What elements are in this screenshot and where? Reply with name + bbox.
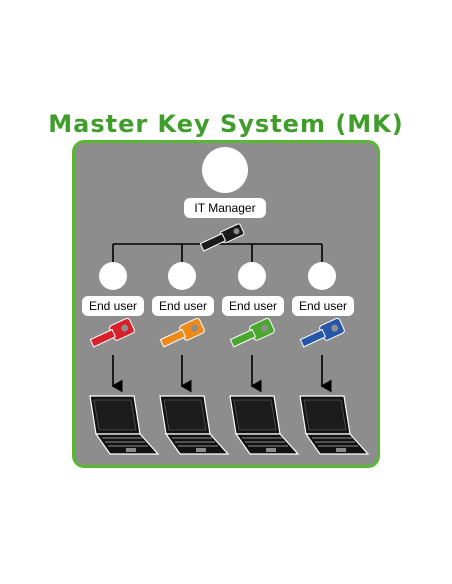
laptop-icon-2: [159, 395, 230, 455]
manager-avatar-icon: [202, 147, 248, 193]
user-avatar-icon-4: [308, 262, 336, 290]
arrows: [111, 355, 332, 393]
user-label-2: End user: [152, 296, 214, 316]
orange-key-icon: [159, 317, 205, 348]
laptop-icon-4: [299, 395, 370, 455]
blue-key-icon: [299, 317, 345, 348]
laptop-icon-3: [229, 395, 300, 455]
user-label-4: End user: [292, 296, 354, 316]
laptop-icon-1: [89, 395, 160, 455]
user-avatar-icon-1: [99, 262, 127, 290]
user-label-3: End user: [222, 296, 284, 316]
user-avatar-icon-2: [168, 262, 196, 290]
black-key-icon: [199, 223, 245, 252]
red-key-icon: [89, 317, 135, 348]
user-avatar-icon-3: [238, 262, 266, 290]
green-key-icon: [229, 317, 275, 348]
diagram-title: Master Key System (MK): [48, 110, 404, 138]
manager-label: IT Manager: [184, 198, 266, 218]
user-label-1: End user: [82, 296, 144, 316]
